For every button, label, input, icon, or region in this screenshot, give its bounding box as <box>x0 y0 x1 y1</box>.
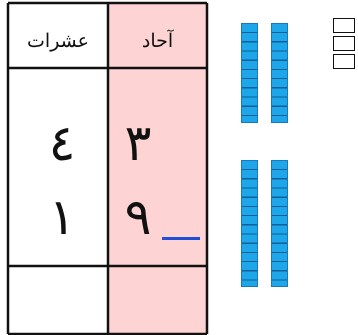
unit-cube <box>333 36 355 51</box>
ones-digit-row2: ٩ <box>124 188 152 246</box>
tens-rod <box>271 160 288 287</box>
ones-column-fill <box>108 3 207 334</box>
unit-cube <box>333 54 355 69</box>
ones-digit-row1: ٣ <box>124 114 152 172</box>
tens-rod <box>241 160 258 287</box>
answer-blank[interactable] <box>162 237 200 240</box>
tens-header: عشرات <box>27 30 89 52</box>
tens-digit-row2: ١ <box>48 188 76 246</box>
tens-rod <box>241 23 258 123</box>
tens-rod <box>271 23 288 123</box>
ones-header: آحاد <box>141 30 174 52</box>
unit-cube <box>333 18 355 33</box>
tens-digit-row1: ٤ <box>48 114 76 172</box>
